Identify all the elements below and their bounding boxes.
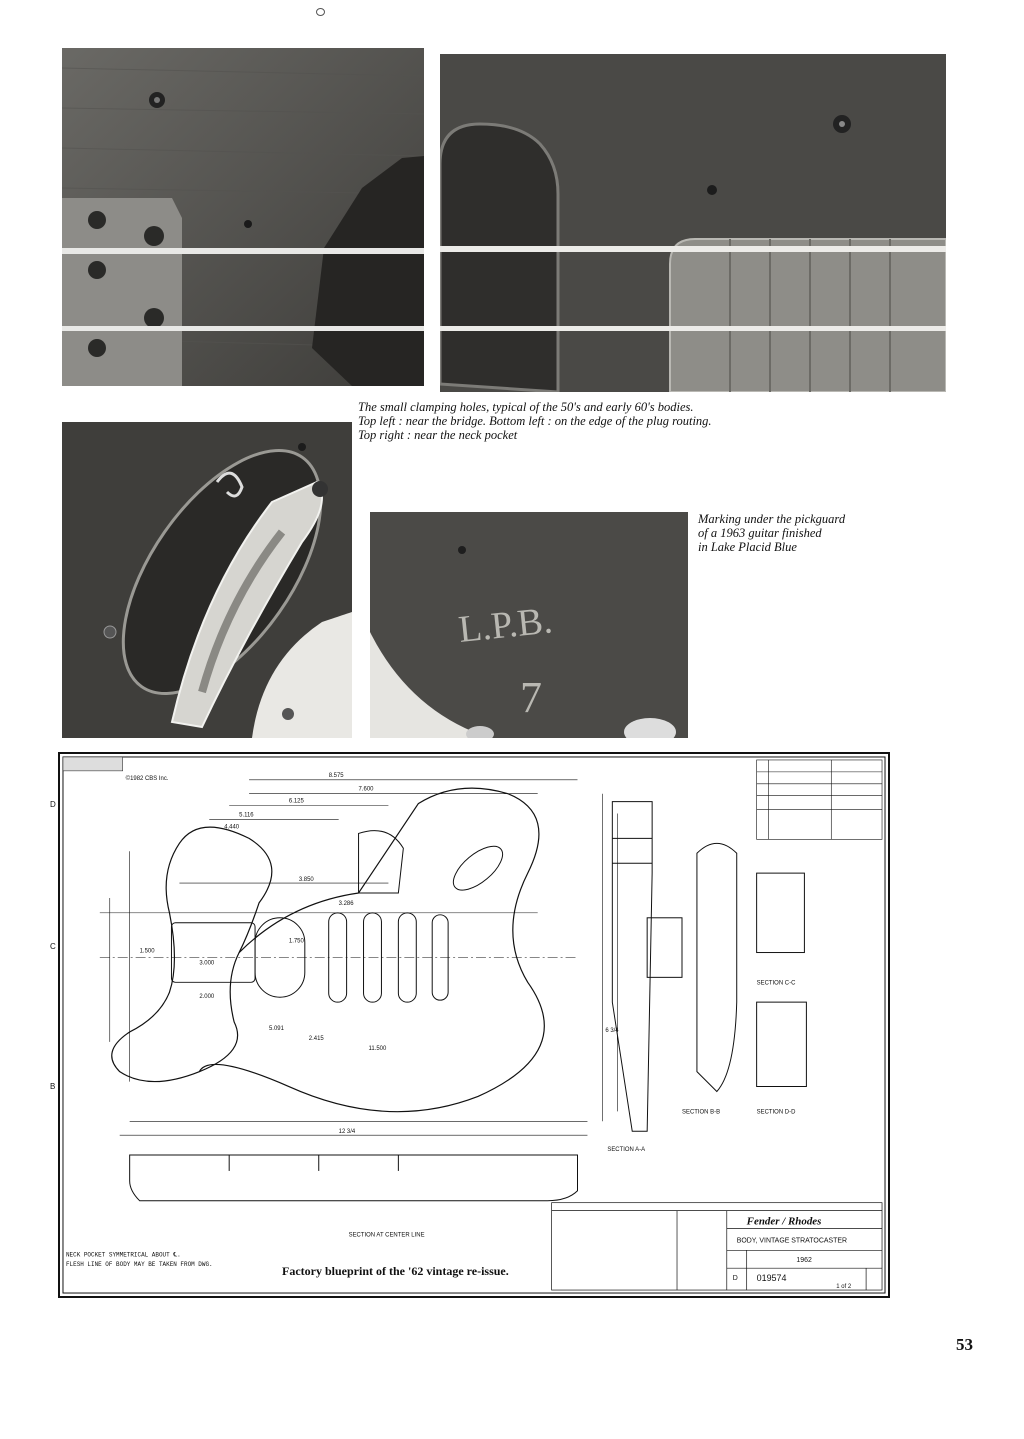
dim-label: 1.500: [140, 949, 156, 955]
top-mark: [316, 8, 325, 16]
title-block-part-name: BODY, VINTAGE STRATOCASTER: [737, 1237, 847, 1244]
blueprint-note: FLESH LINE OF BODY MAY BE TAKEN FROM DWG…: [66, 1261, 213, 1268]
dim-label: 3.000: [199, 960, 215, 966]
photo-pickguard-marking: L.P.B. 7: [370, 512, 688, 738]
border-letter-c: C: [50, 942, 56, 951]
dim-label: 4.440: [224, 824, 240, 830]
dim-label: 1.750: [289, 939, 305, 945]
photo-bridge-clamping-hole: [62, 48, 424, 386]
caption-line: Top left : near the bridge. Bottom left …: [358, 414, 712, 428]
photo-neck-pocket-clamping-hole: [440, 54, 946, 392]
caption-line: in Lake Placid Blue: [698, 540, 797, 554]
caption-line: Marking under the pickguard: [698, 512, 846, 526]
dim-label: 6.125: [289, 799, 305, 805]
blueprint-note: NECK POCKET SYMMETRICAL ABOUT ℄.: [66, 1251, 181, 1258]
blueprint-copyright: ©1982 CBS Inc.: [126, 775, 169, 782]
factory-blueprint: ©1982 CBS Inc. 8.575 7.600: [58, 752, 890, 1298]
dim-label: 12 3/4: [339, 1129, 356, 1135]
border-letter-b: B: [50, 1082, 56, 1091]
section-label: SECTION D-D: [757, 1109, 796, 1115]
section-label: SECTION C-C: [757, 980, 796, 986]
section-label: SECTION AT CENTER LINE: [349, 1232, 425, 1238]
caption-line: Top right : near the neck pocket: [358, 428, 518, 442]
dim-label: 5.091: [269, 1026, 285, 1032]
dim-label: 2.000: [199, 994, 215, 1000]
dim-label: 3.850: [299, 877, 315, 883]
page-number: 53: [956, 1335, 973, 1354]
section-label: SECTION A-A: [607, 1147, 645, 1153]
caption-line: of a 1963 guitar finished: [698, 526, 822, 540]
title-block-year: 1962: [796, 1257, 812, 1264]
caption-line: The small clamping holes, typical of the…: [358, 400, 694, 414]
title-block-size: D: [733, 1275, 738, 1282]
blueprint-caption: Factory blueprint of the '62 vintage re-…: [282, 1264, 509, 1278]
dim-label: 7.600: [359, 787, 375, 793]
dim-label: 2.415: [309, 1036, 325, 1042]
clamping-holes-caption: The small clamping holes, typical of the…: [358, 400, 712, 442]
title-block-drawing-number: 019574: [757, 1273, 787, 1283]
dim-label: 8.575: [329, 773, 345, 779]
dim-label: 3.286: [339, 901, 355, 907]
marking-initials: L.P.B.: [457, 599, 555, 651]
pickguard-marking-caption: Marking under the pickguard of a 1963 gu…: [698, 512, 845, 554]
dim-label: 5.116: [239, 813, 254, 819]
photo-plug-routing-clamping-hole: [62, 422, 352, 738]
dim-label: 11.500: [369, 1046, 387, 1052]
title-block-brands: Fender / Rhodes: [746, 1216, 822, 1228]
marking-number: 7: [520, 673, 542, 722]
dim-label: 6 3/4: [605, 1028, 619, 1034]
title-block-sheet: 1 of 2: [836, 1284, 852, 1290]
section-label: SECTION B-B: [682, 1109, 720, 1115]
border-letter-d: D: [50, 800, 56, 809]
